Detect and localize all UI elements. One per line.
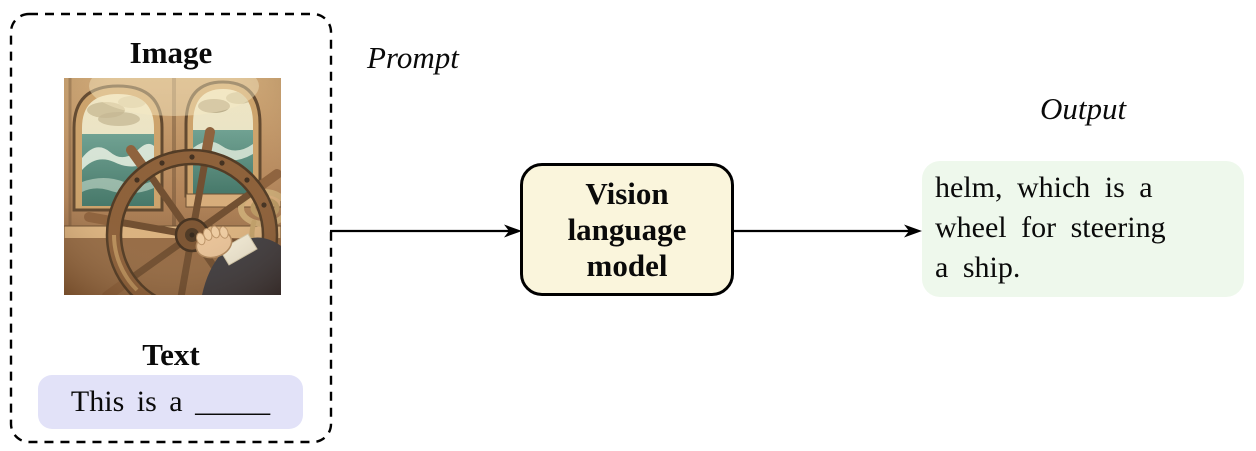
model-label-line: model	[586, 247, 668, 283]
output-box: helm, which is a wheel for steering a sh…	[922, 161, 1244, 297]
vision-language-model-box: Vision language model	[520, 163, 734, 296]
arrow-model-to-output	[734, 224, 922, 238]
model-label-line: language	[567, 211, 687, 247]
text-prompt-box: This is a _____	[38, 375, 303, 429]
model-label-line: Vision	[585, 175, 669, 211]
helm-photo	[64, 78, 281, 295]
ship-helm-illustration	[64, 78, 281, 295]
output-text-line: a ship.	[935, 251, 1021, 284]
output-label: Output	[1039, 91, 1127, 126]
output-text-line: helm, which is a	[935, 171, 1153, 204]
input-panel-border	[9, 12, 333, 444]
output-text-line: wheel for steering	[935, 211, 1166, 244]
arrow-input-to-model	[330, 224, 522, 238]
prompt-label: Prompt	[367, 40, 459, 75]
text-section-label: Text	[142, 337, 200, 372]
image-section-label: Image	[129, 35, 213, 70]
